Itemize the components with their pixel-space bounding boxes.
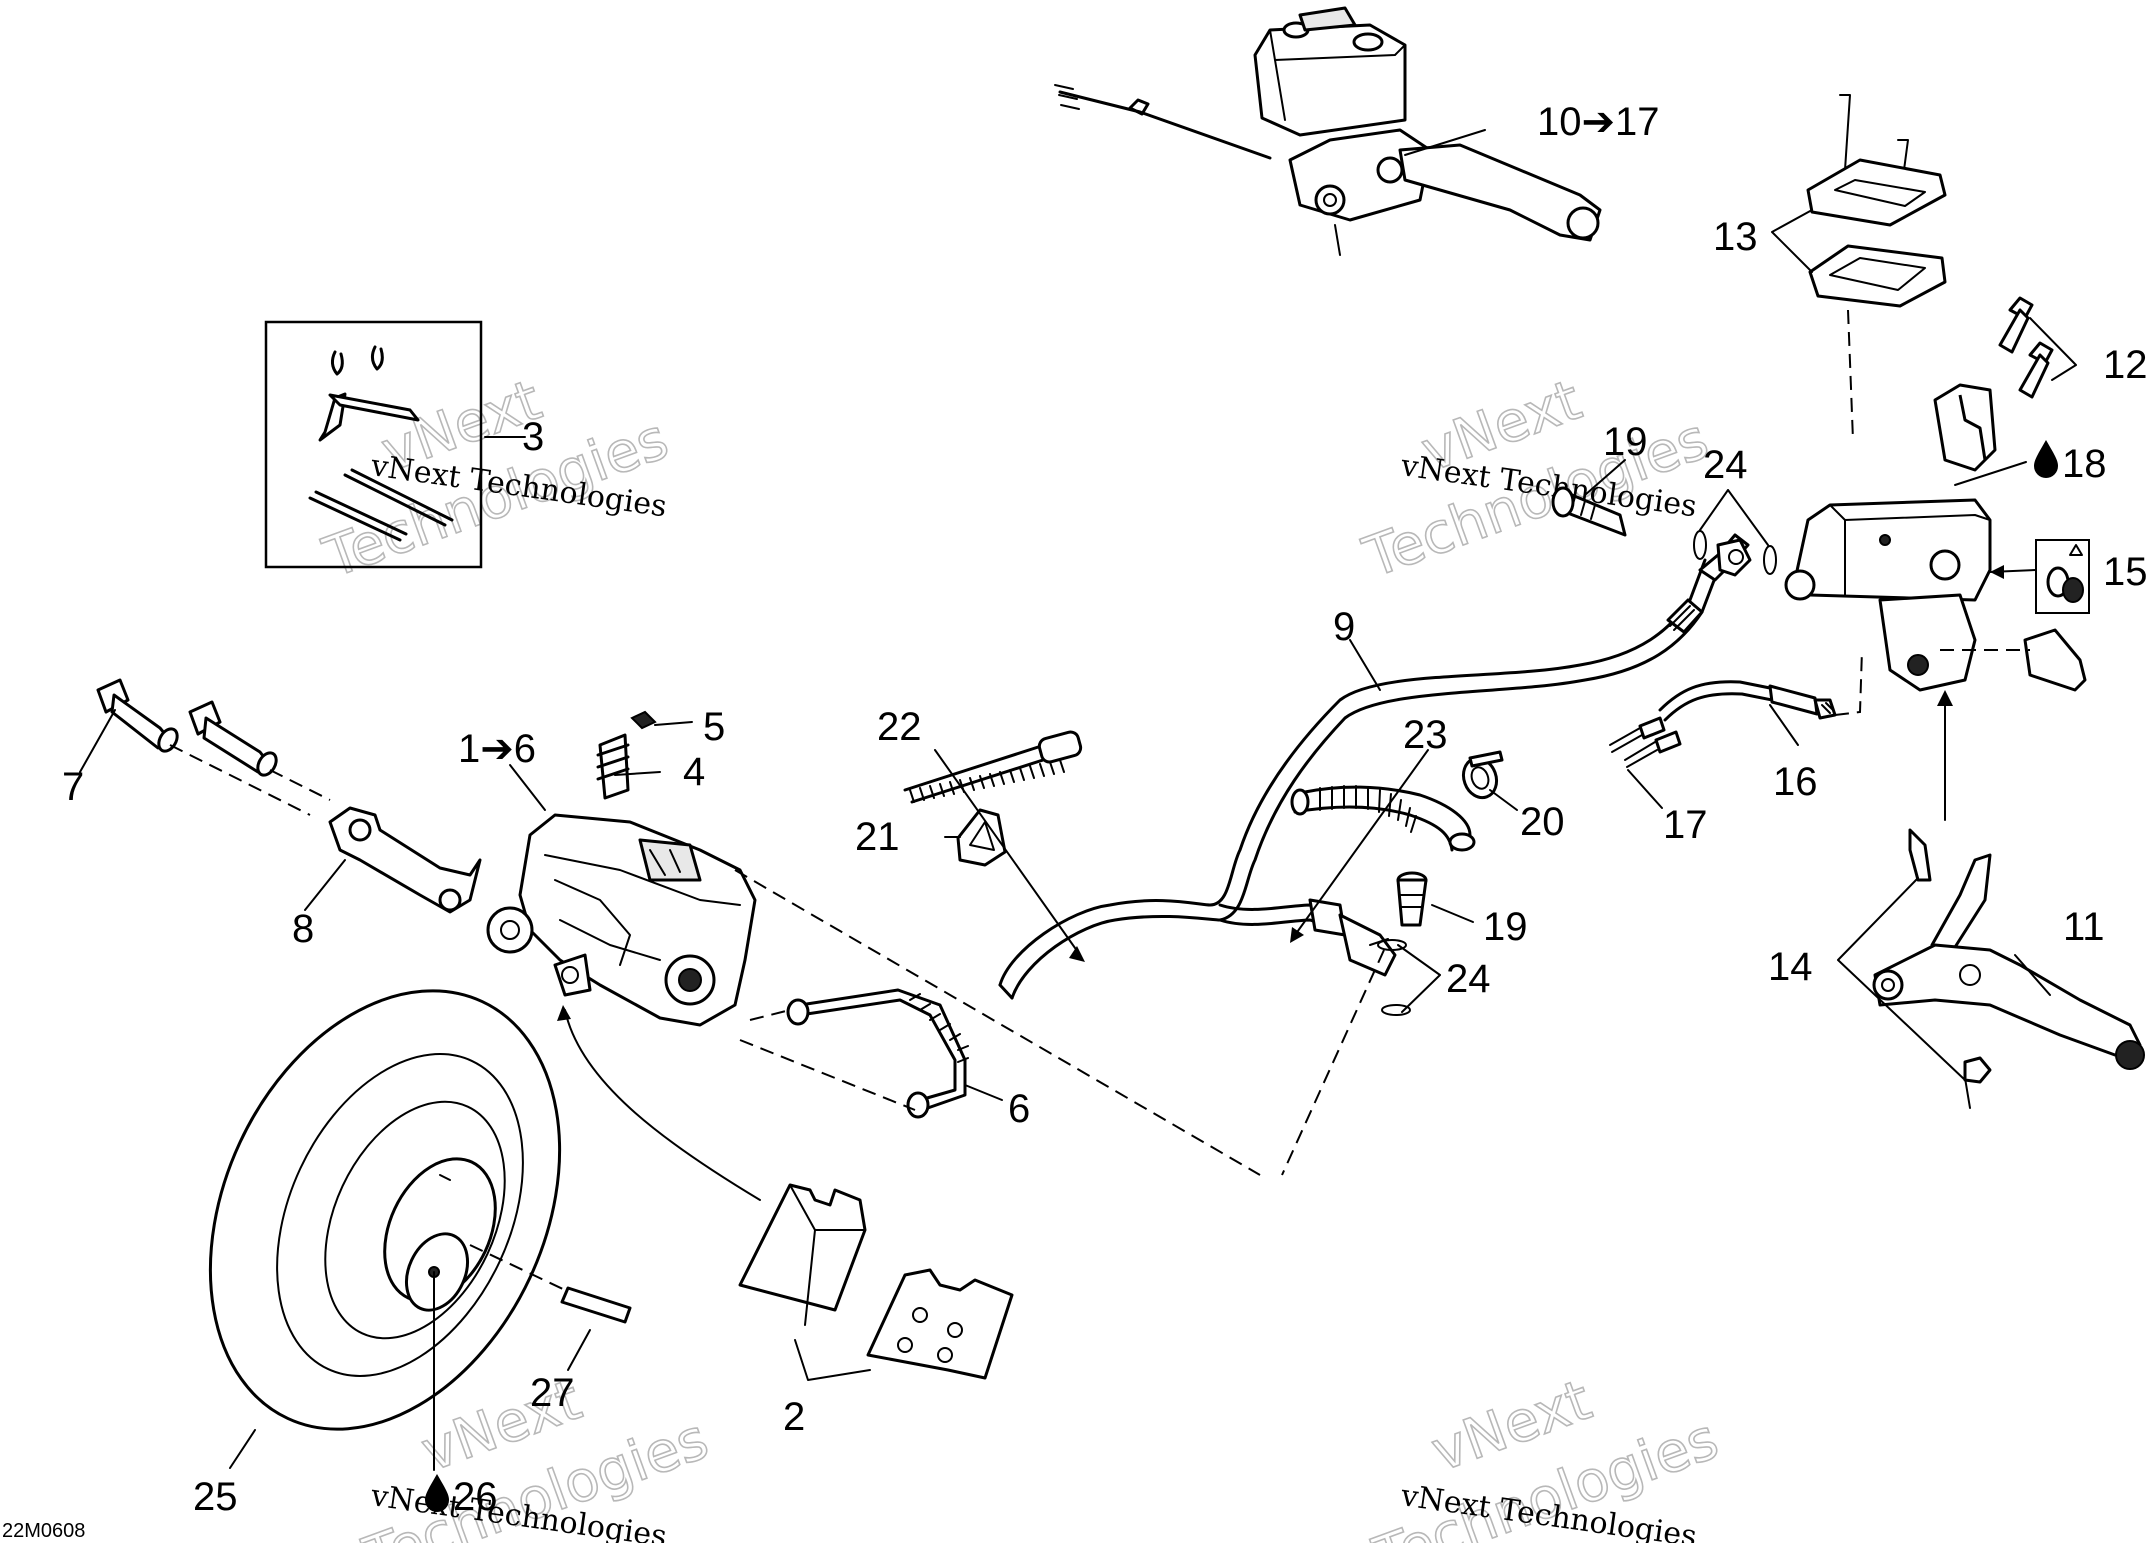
part-17-connector-terminals (1609, 716, 1682, 768)
part-1-brake-caliper (486, 813, 757, 1027)
label-part-18-group: 18 (2034, 440, 2107, 486)
label-part-24-lower: 24 (1446, 957, 1491, 1001)
label-part-15: 15 (2103, 550, 2148, 594)
watermark-2: vNext Technologies (1354, 367, 1717, 592)
fluid-drop-icon (2034, 440, 2058, 478)
part-27-key (469, 1244, 632, 1324)
part-4-5-bleeder-screw (596, 710, 657, 800)
label-part-11: 11 (2063, 905, 2105, 949)
part-8-caliper-bracket (328, 806, 482, 914)
label-part-22: 22 (877, 705, 922, 749)
master-cylinder-right (1551, 94, 2087, 692)
label-part-19-lower: 19 (1483, 905, 1528, 949)
part-9-brake-line (998, 533, 1750, 1000)
part-21-hose-clip (956, 808, 1007, 867)
label-part-25: 25 (193, 1475, 238, 1519)
label-part-26-group: 26 (425, 1474, 498, 1519)
label-part-26: 26 (453, 1475, 498, 1519)
label-part-10-17: 10➔17 (1537, 100, 1660, 144)
part-3-hardware-box (264, 320, 483, 569)
leader-lines (79, 129, 2077, 1471)
label-part-23: 23 (1403, 713, 1448, 757)
label-part-17: 17 (1663, 803, 1708, 847)
label-part-1-6: 1➔6 (458, 727, 536, 771)
label-part-12: 12 (2103, 343, 2148, 387)
part-20-hose-clamp (1461, 750, 1504, 800)
part-25-brake-disc (208, 989, 562, 1431)
part-16-brake-light-switch (1658, 649, 1863, 722)
part-15-fluid-level-window (2035, 539, 2090, 614)
label-part-27: 27 (530, 1371, 575, 1415)
part-7-bolts (96, 678, 331, 816)
label-part-24-upper: 24 (1703, 443, 1748, 487)
label-part-2: 2 (783, 1395, 805, 1439)
label-part-16: 16 (1773, 760, 1818, 804)
part-22-spring (903, 730, 1083, 804)
label-part-19-upper: 19 (1603, 420, 1648, 464)
drawing-code: 22M0608 (2, 1520, 85, 1542)
part-11-brake-lever (1872, 828, 2145, 1109)
label-part-21: 21 (855, 815, 900, 859)
label-part-18: 18 (2062, 442, 2107, 486)
part-2-brake-pads (738, 1183, 1014, 1380)
label-part-6: 6 (1008, 1087, 1030, 1131)
label-part-3: 3 (522, 415, 544, 459)
label-part-13: 13 (1713, 215, 1758, 259)
part-19-banjo-bolt-lower (1281, 871, 1428, 1176)
part-labels: 10➔17 13 12 18 15 19 24 9 23 16 17 20 19… (2, 100, 2148, 1542)
fluid-drop-icon (425, 1474, 449, 1512)
part-23-protective-sleeve (1290, 785, 1476, 852)
label-part-9: 9 (1333, 605, 1355, 649)
label-part-5: 5 (703, 705, 725, 749)
label-part-14: 14 (1768, 945, 1813, 989)
master-cylinder-assembly-top (1054, 6, 1602, 256)
label-part-4: 4 (683, 750, 705, 794)
label-part-20: 20 (1520, 800, 1565, 844)
label-part-8: 8 (292, 907, 314, 951)
part-6-caliper-hose (739, 988, 969, 1119)
label-part-7: 7 (62, 765, 84, 809)
